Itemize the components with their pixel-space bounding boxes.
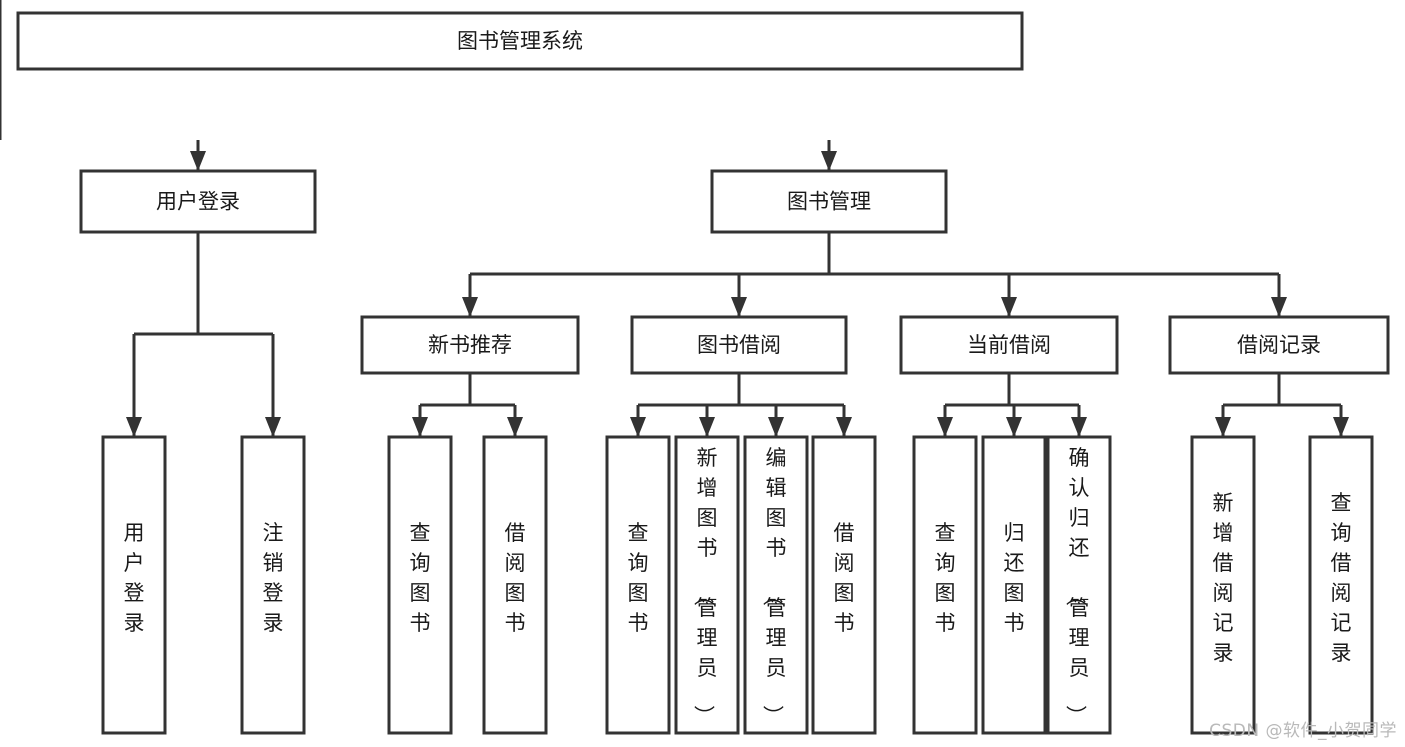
node-box-query-book-2[interactable] [605,435,671,735]
node-label-query-borrow-record: 查询借阅记录 [1331,491,1352,665]
node-box-new-book-recommend[interactable] [360,315,580,375]
arrow-head-icon [412,417,428,437]
node-box-confirm-return-admin[interactable] [1046,435,1112,735]
node-label-return-book: 归还图书 [1004,521,1025,635]
arrow-head-icon [462,297,478,317]
node-label-query-book-2: 查询图书 [628,521,649,635]
arrow-head-icon [699,417,715,437]
watermark-label: CSDN @软件_小贺同学 [1209,721,1397,741]
node-label-root: 图书管理系统 [457,29,583,53]
node-label-add-book-admin: 新增图书（管理员） [692,446,718,726]
node-box-add-borrow-record[interactable] [1190,435,1256,735]
arrow-head-icon [507,417,523,437]
connector-layer [0,0,1349,437]
node-box-add-book-admin[interactable] [674,435,740,735]
arrow-head-icon [1333,417,1349,437]
node-box-book-borrow[interactable] [630,315,848,375]
node-box-user-login-leaf[interactable] [101,435,167,735]
node-label-user-logout-leaf: 注销登录 [263,521,284,635]
node-box-borrow-record[interactable] [1168,315,1390,375]
arrow-head-icon [1071,417,1087,437]
node-label-confirm-return-admin: 确认归还（管理员） [1064,446,1090,726]
node-box-root[interactable] [16,11,1024,71]
node-box-return-book[interactable] [981,435,1047,735]
node-label-new-book-recommend: 新书推荐 [428,333,512,357]
node-box-query-book-1[interactable] [387,435,453,735]
node-label-borrow-book-2: 借阅图书 [834,521,855,635]
arrow-head-icon [821,151,837,171]
node-box-query-borrow-record[interactable] [1308,435,1374,735]
arrow-head-icon [1271,297,1287,317]
node-label-book-manage: 图书管理 [787,190,871,214]
node-box-query-book-3[interactable] [912,435,978,735]
node-box-borrow-book-1[interactable] [482,435,548,735]
node-layer: 图书管理系统用户登录用户登录注销登录图书管理新书推荐查询图书借阅图书图书借阅查询… [16,11,1390,735]
arrow-head-icon [937,417,953,437]
arrow-head-icon [731,297,747,317]
node-box-user-logout-leaf[interactable] [240,435,306,735]
node-label-query-book-3: 查询图书 [935,521,956,635]
node-box-borrow-book-2[interactable] [811,435,877,735]
arrow-head-icon [768,417,784,437]
node-label-current-borrow: 当前借阅 [967,333,1051,357]
node-label-user-login: 用户登录 [156,190,240,214]
arrow-head-icon [190,151,206,171]
arrow-head-icon [836,417,852,437]
arrow-head-icon [1215,417,1231,437]
node-label-book-borrow: 图书借阅 [697,333,781,357]
node-label-add-borrow-record: 新增借阅记录 [1213,491,1234,665]
arrow-head-icon [630,417,646,437]
node-label-borrow-book-1: 借阅图书 [505,521,526,635]
node-label-query-book-1: 查询图书 [410,521,431,635]
node-box-current-borrow[interactable] [899,315,1119,375]
node-label-edit-book-admin: 编辑图书（管理员） [761,446,787,726]
node-label-borrow-record: 借阅记录 [1237,333,1321,357]
arrow-head-icon [1001,297,1017,317]
node-box-edit-book-admin[interactable] [743,435,809,735]
node-box-book-manage[interactable] [710,169,948,234]
node-label-user-login-leaf: 用户登录 [124,521,145,635]
arrow-head-icon [126,417,142,437]
arrow-head-icon [1006,417,1022,437]
node-box-user-login[interactable] [79,169,317,234]
arrow-head-icon [265,417,281,437]
